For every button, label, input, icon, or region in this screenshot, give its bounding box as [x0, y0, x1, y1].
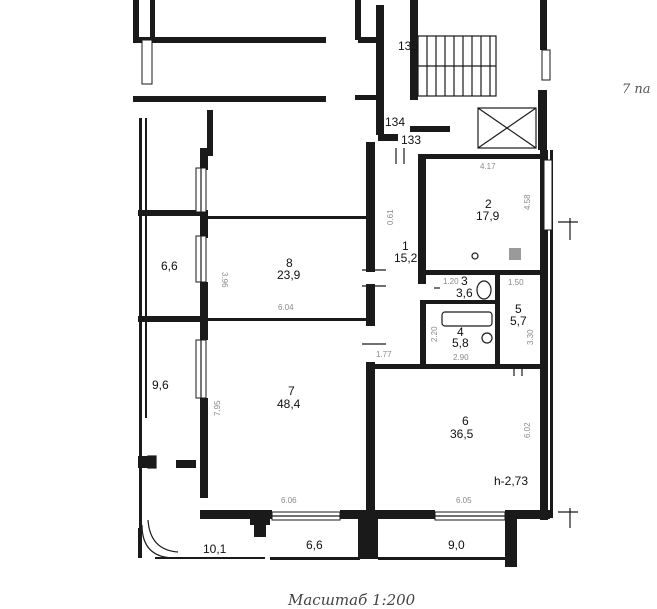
loggia-corner [147, 519, 179, 553]
loggia-area-4: 6,6 [306, 538, 323, 552]
room-8-area: 23,9 [277, 268, 301, 282]
dim-602: 6.02 [523, 422, 532, 438]
room-2-area: 17,9 [476, 209, 500, 223]
bathtub-icon [441, 311, 493, 327]
elevator-shaft [477, 107, 537, 149]
room-7-area: 48,4 [277, 397, 301, 411]
column-marker [254, 521, 266, 537]
loggia-area-2: 9,6 [152, 378, 169, 392]
room-7-number: 7 [288, 384, 295, 398]
dim-061: 0.61 [386, 209, 395, 225]
dim-177: 1.77 [376, 350, 392, 359]
dim-417: 4.17 [480, 162, 496, 171]
room-2-number: 2 [485, 197, 492, 211]
dim-220: 2.20 [430, 326, 439, 342]
dim-604: 6.04 [278, 303, 294, 312]
stove-icon [509, 248, 521, 260]
dim-795: 7.95 [213, 400, 222, 416]
loggia-area-1: 6,6 [161, 259, 178, 273]
room-8-number: 8 [286, 256, 293, 270]
windows [141, 39, 553, 521]
room-1-number: 1 [402, 239, 409, 253]
room-1-area: 15,2 [394, 251, 418, 265]
room-3-area: 3,6 [456, 286, 473, 300]
vent-marker [147, 455, 157, 469]
dim-605: 6.05 [456, 496, 472, 505]
ceiling-height: h-2,73 [494, 474, 528, 488]
room-4-number: 4 [457, 325, 464, 339]
room-6-number: 6 [462, 414, 469, 428]
sink-icon [471, 252, 479, 260]
toilet-icon [476, 280, 492, 300]
dim-330: 3.30 [526, 329, 535, 345]
stair-mark-134: 134 [385, 115, 405, 129]
dim-120: 1.20 [443, 277, 459, 286]
dim-150: 1.50 [508, 278, 524, 287]
stair-mark-135: 135 [398, 39, 418, 53]
dim-396: 3.96 [220, 272, 229, 288]
scale-label: Масштаб 1:200 [287, 591, 416, 609]
door-marks [362, 148, 578, 528]
room-5-number: 5 [515, 302, 522, 316]
dim-606: 6.06 [281, 496, 297, 505]
staircase [417, 35, 497, 97]
loggia-area-3: 10,1 [203, 542, 227, 556]
dim-290: 2.90 [453, 353, 469, 362]
corner-note: 7 па [622, 82, 651, 97]
walls [133, 0, 553, 567]
room-4-area: 5,8 [452, 336, 469, 350]
loggia-corner [141, 524, 176, 559]
room-6-area: 36,5 [450, 427, 474, 441]
dim-458: 4.58 [523, 194, 532, 210]
washbasin-icon [481, 332, 493, 344]
stair-mark-133: 133 [401, 133, 421, 147]
room-3-number: 3 [461, 274, 468, 288]
loggia-area-5: 9,0 [448, 538, 465, 552]
room-5-area: 5,7 [510, 314, 527, 328]
